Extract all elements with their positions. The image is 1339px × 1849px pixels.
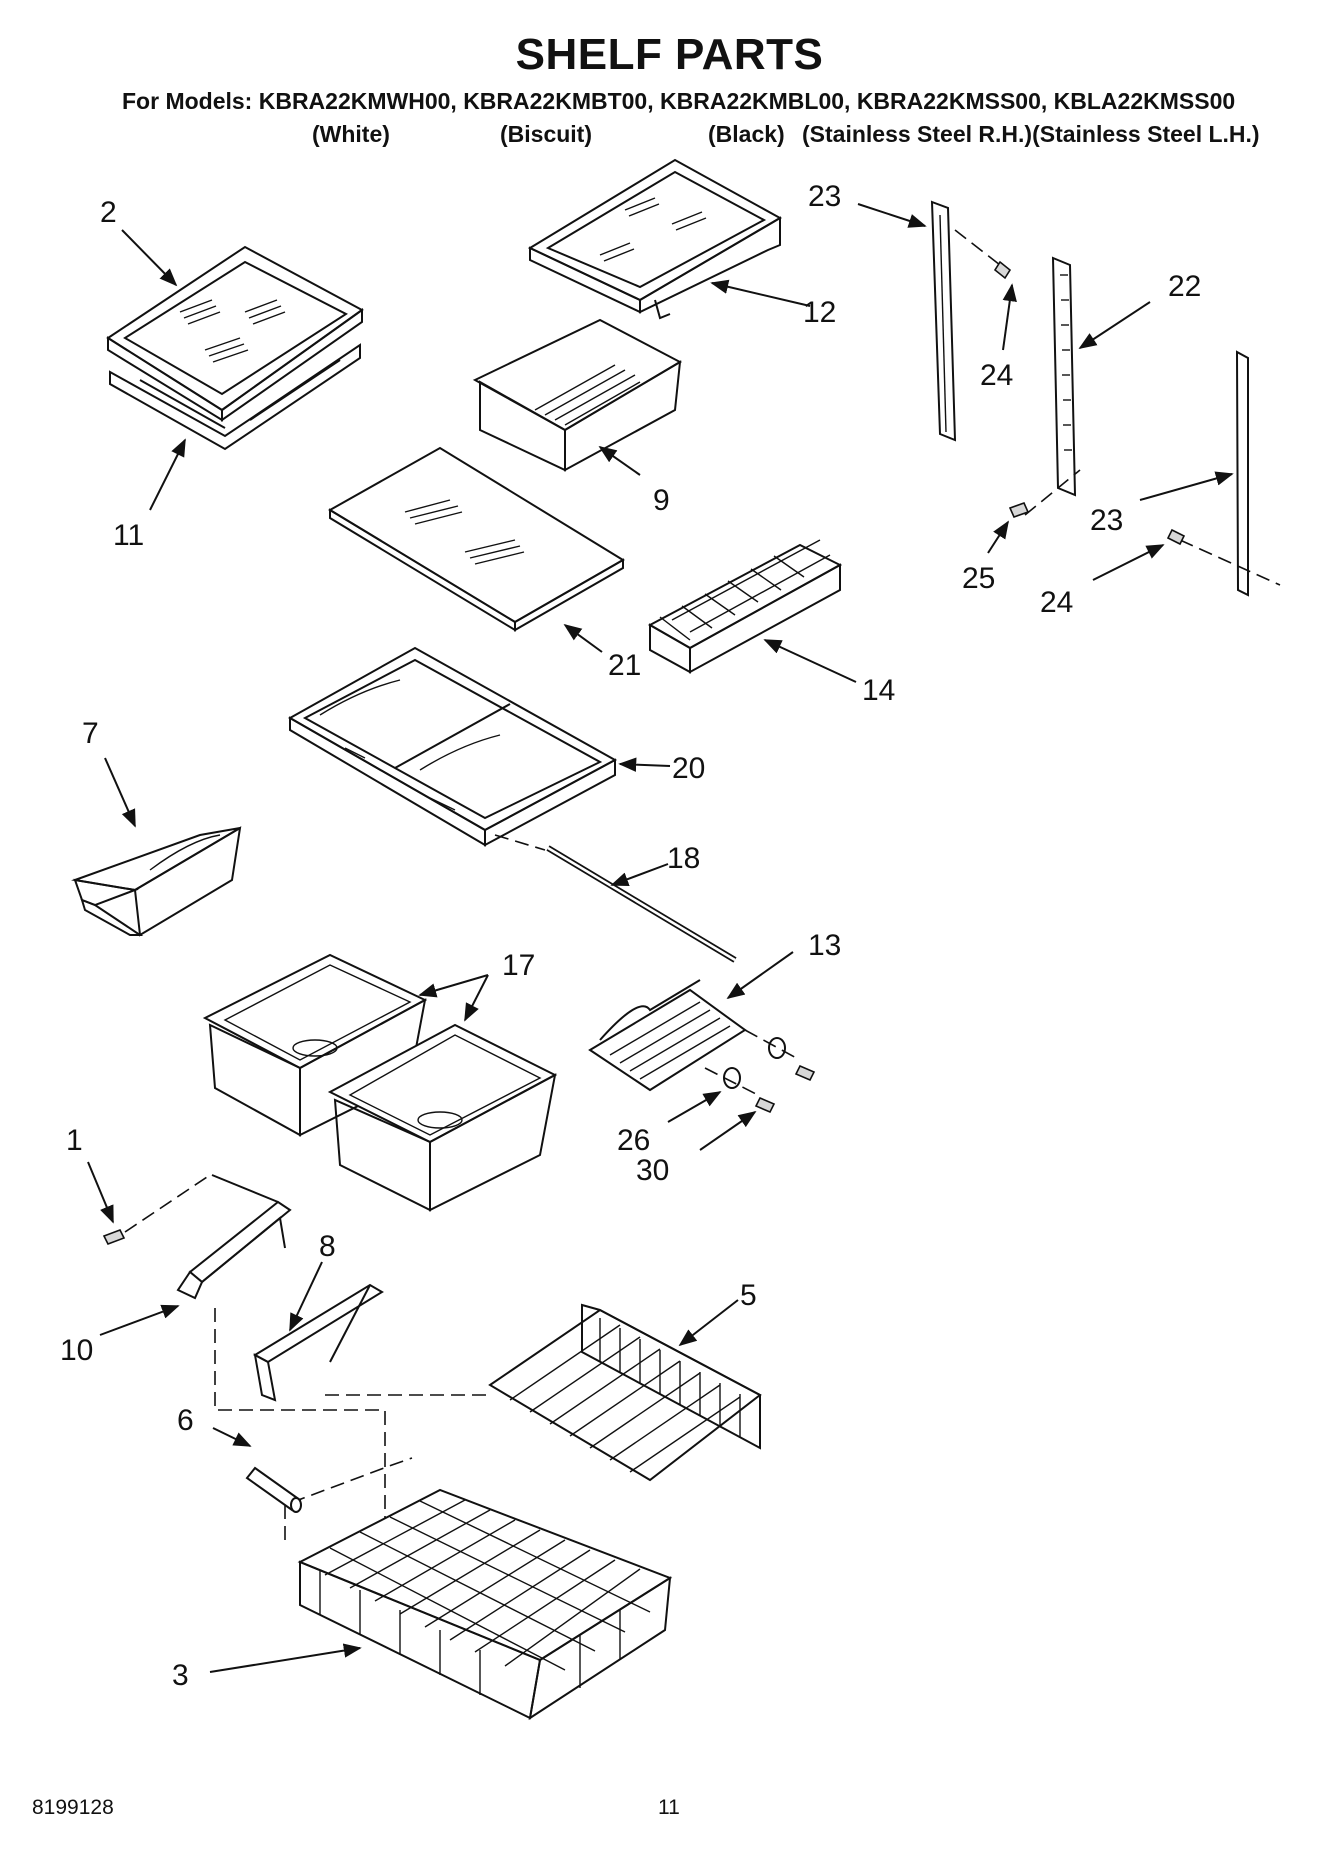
callout-10: 10: [60, 1334, 93, 1367]
screw-30b: [754, 1096, 776, 1114]
callout-8: 8: [319, 1230, 336, 1263]
color-white: (White): [312, 121, 390, 147]
part-divider-8: [252, 1283, 384, 1402]
arrow-22: [1078, 301, 1151, 349]
part-icetray-14: [647, 539, 843, 674]
arrow-3: [209, 1643, 362, 1673]
part-rod-18: [546, 845, 737, 963]
part-divider-10: [176, 1174, 292, 1300]
callout-3: 3: [172, 1659, 189, 1692]
part-rack-13: [588, 979, 747, 1092]
callout-1: 1: [66, 1124, 83, 1157]
arrow-2: [121, 229, 178, 287]
callout-26: 26: [617, 1124, 650, 1157]
part-pin-6: [245, 1466, 302, 1513]
part-slide-11: [109, 343, 361, 451]
callout-23-top: 23: [808, 180, 841, 213]
arrow-23b: [1139, 471, 1234, 501]
callout-11: 11: [113, 519, 144, 552]
arrow-17b: [464, 974, 489, 1022]
arrow-24b: [1092, 544, 1165, 581]
screw-24a: [993, 260, 1012, 280]
arrow-14: [763, 639, 857, 683]
color-biscuit: (Biscuit): [500, 121, 592, 147]
arrow-9: [598, 445, 641, 476]
washer-26a: [768, 1037, 786, 1059]
callout-24-top: 24: [980, 359, 1013, 392]
dash-24a: [954, 229, 1001, 266]
part-basket-3: [297, 1488, 673, 1721]
page-title: SHELF PARTS: [515, 30, 824, 79]
arrow-6: [212, 1427, 252, 1447]
part-rail-22: [1051, 256, 1077, 497]
arrow-12: [710, 279, 811, 307]
arrow-20: [618, 757, 671, 772]
callout-17: 17: [502, 949, 535, 982]
callout-2: 2: [100, 196, 117, 229]
arrow-1: [87, 1161, 114, 1224]
part-shelf-12: [527, 158, 783, 320]
dash-25: [1024, 469, 1081, 516]
callout-23-bottom: 23: [1090, 504, 1123, 537]
arrow-24a: [1002, 283, 1017, 351]
document-number: 8199128: [32, 1796, 114, 1819]
color-stainless: (Stainless Steel R.H.)(Stainless Steel L…: [802, 121, 1260, 147]
callout-7: 7: [82, 717, 99, 750]
callout-25: 25: [962, 562, 995, 595]
models-line: For Models: KBRA22KMWH00, KBRA22KMBT00, …: [122, 88, 1236, 114]
page-number: 11: [658, 1796, 680, 1819]
color-black: (Black): [708, 121, 785, 147]
part-bin-7: [71, 826, 242, 937]
part-pan-9: [472, 318, 683, 472]
model-colors: (White) (Biscuit) (Black) (Stainless Ste…: [0, 121, 1339, 151]
callout-18: 18: [667, 842, 700, 875]
dash-18: [494, 834, 546, 851]
dash-13b: [704, 1067, 761, 1097]
arrow-13: [726, 951, 794, 1000]
part-shelf-2: [106, 245, 364, 422]
dash-1: [124, 1174, 211, 1233]
arrow-7: [104, 757, 136, 828]
callout-13: 13: [808, 929, 841, 962]
callout-6: 6: [177, 1404, 194, 1437]
part-glass-21: [328, 446, 625, 632]
screw-24b: [1166, 528, 1186, 546]
arrow-17a: [418, 974, 489, 998]
dash-13a: [744, 1029, 801, 1061]
arrow-30: [699, 1110, 757, 1151]
part-rail-23-right: [930, 200, 957, 442]
callout-12: 12: [803, 296, 836, 329]
arrow-8: [289, 1261, 323, 1332]
arrow-23a: [857, 203, 927, 228]
dash-24b: [1179, 539, 1281, 586]
screw-1: [102, 1228, 126, 1246]
callout-20: 20: [672, 752, 705, 785]
callout-22: 22: [1168, 270, 1201, 303]
arrow-5: [678, 1299, 739, 1347]
assembly-dashes: [214, 1308, 490, 1560]
arrow-10: [99, 1304, 180, 1336]
callout-21: 21: [608, 649, 641, 682]
arrow-18: [610, 863, 669, 887]
callout-5: 5: [740, 1279, 757, 1312]
part-frame-20: [287, 646, 618, 847]
arrow-26: [667, 1091, 722, 1123]
part-drawer-17a: [202, 953, 428, 1137]
arrow-21: [563, 623, 603, 653]
part-rail-23-left: [1235, 350, 1249, 597]
part-wire-5: [488, 1303, 762, 1482]
callout-9: 9: [653, 484, 670, 517]
screw-30a: [794, 1064, 816, 1082]
callout-24-bottom: 24: [1040, 586, 1073, 619]
callout-14: 14: [862, 674, 895, 707]
callout-30: 30: [636, 1154, 669, 1187]
screw-25: [1008, 501, 1030, 519]
part-drawer-17b: [327, 1023, 558, 1212]
arrow-11: [149, 438, 186, 511]
arrow-25: [987, 520, 1009, 554]
